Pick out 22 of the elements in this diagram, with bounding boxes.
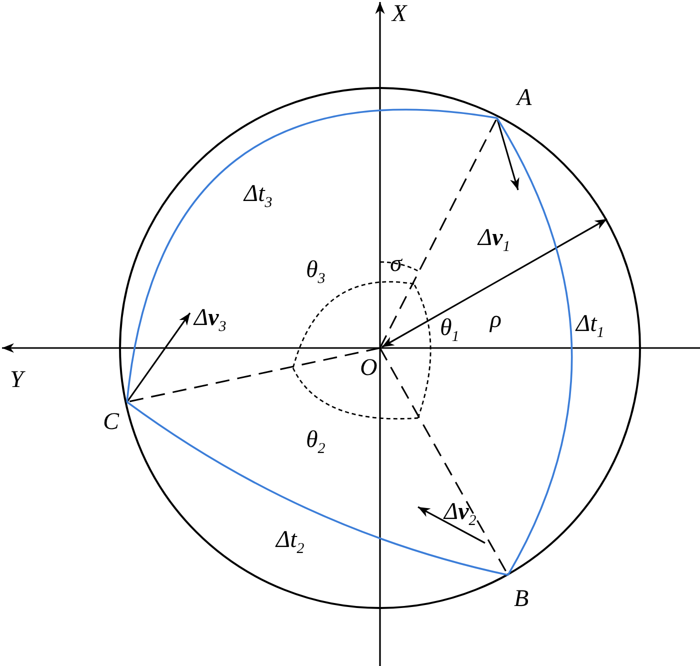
symbol-label: σ: [390, 252, 402, 276]
symbol-label: θ$_{2}$: [306, 428, 326, 459]
symbol-label: Δv$_{2}$: [444, 500, 476, 531]
transfer-arc: [496, 118, 573, 576]
symbol-label: Δv$_{1}$: [478, 226, 510, 257]
edge-label: Δt$_{3}$: [244, 182, 272, 213]
point-label: B: [508, 575, 538, 613]
point-label: C: [103, 402, 127, 436]
edge-label: Δt$_{2}$: [276, 528, 304, 559]
axis-label: X: [392, 2, 407, 26]
dashed-line: [379, 118, 498, 348]
symbol-label: Δv$_{3}$: [194, 306, 226, 337]
symbol-label: θ$_{3}$: [306, 258, 326, 289]
symbol-label: ρ: [490, 308, 502, 332]
point-label: A: [497, 86, 533, 118]
dashed-line: [126, 347, 380, 403]
axis-label: Y: [10, 368, 24, 392]
edge-label: Δt$_{1}$: [576, 312, 604, 343]
transfer-arc: [126, 401, 508, 576]
point-label: O: [354, 348, 380, 382]
transfer-arc: [126, 108, 498, 402]
symbol-label: θ$_{1}$: [440, 316, 460, 347]
